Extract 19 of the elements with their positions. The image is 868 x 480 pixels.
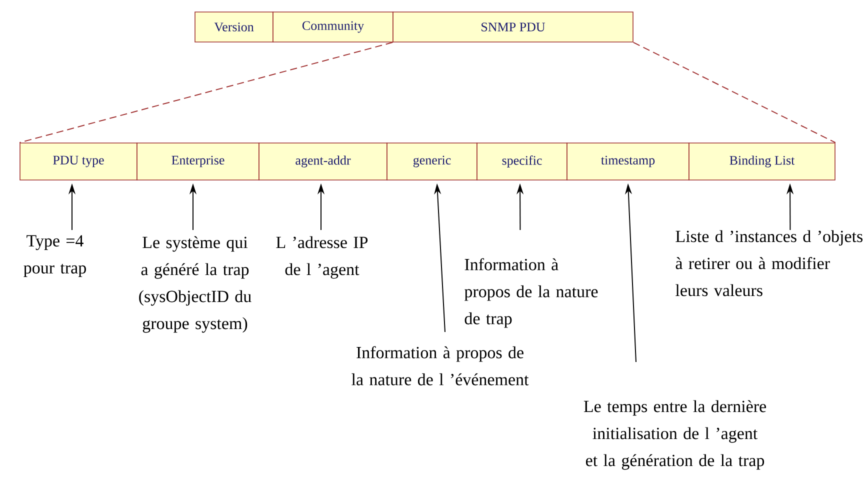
field-box: PDU type bbox=[20, 142, 138, 180]
field-box: SNMP PDU bbox=[392, 12, 634, 42]
field-box: agent-addr bbox=[258, 142, 388, 180]
description-text: Le temps entre la dernière initialisation de l ’agent et la génération de la trap bbox=[584, 400, 766, 470]
description-text: Liste d ’instances d ’objets à retirer ou à modifier leurs valeurs bbox=[676, 230, 863, 296]
expansion-line bbox=[19, 42, 394, 144]
field-box: Community bbox=[272, 12, 394, 42]
field-box: timestamp bbox=[566, 142, 690, 180]
description-text: L ’adresse IP de l ’agent bbox=[276, 236, 368, 279]
description-text: Type =4 pour trap bbox=[24, 235, 86, 278]
description-text: Information à propos de la nature de l ’événement bbox=[352, 346, 529, 386]
field-box: specific bbox=[476, 142, 568, 180]
field-box: generic bbox=[386, 142, 478, 180]
description-text: Information à propos de la nature de trap bbox=[464, 258, 598, 328]
expansion-line bbox=[632, 42, 836, 144]
field-box: Enterprise bbox=[136, 142, 260, 180]
field-box: Binding List bbox=[688, 142, 836, 180]
field-box: Version bbox=[194, 12, 274, 42]
description-text: Le système qui a généré la trap (sysObjectID du groupe system) bbox=[139, 236, 252, 333]
